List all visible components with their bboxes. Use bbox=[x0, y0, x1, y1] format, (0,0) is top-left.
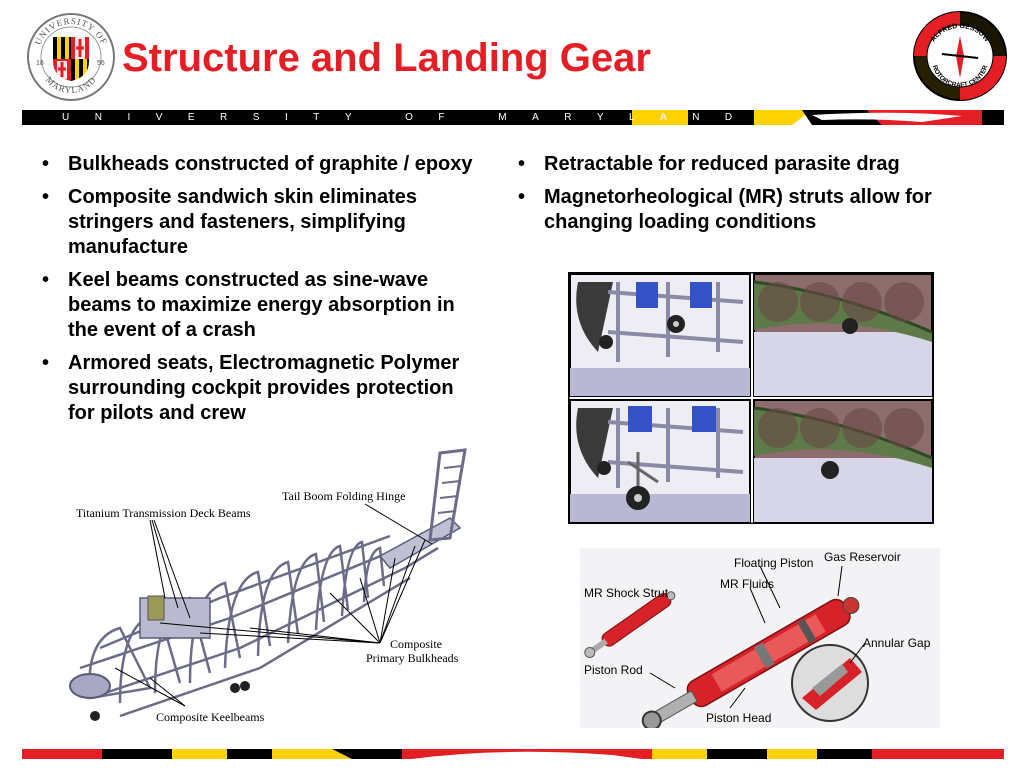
structure-bullet-list: Bulkheads constructed of graphite / epox… bbox=[34, 152, 474, 434]
footer-maryland-bar bbox=[22, 749, 1004, 759]
bullet-armored-seats: Armored seats, Electromagnetic Polymer s… bbox=[34, 351, 474, 426]
gear-view-retracted-detail bbox=[753, 273, 933, 397]
rotorcraft-center-logo: ALFRED GESSOW ROTORCRAFT CENTER bbox=[913, 11, 1007, 101]
banner-text: UNIVERSITY OF MARYLAND bbox=[62, 112, 758, 123]
label-piston-head: Piston Head bbox=[706, 711, 772, 725]
callout-primary-bulkheads: Primary Bulkheads bbox=[366, 651, 459, 665]
label-annular-gap: Annular Gap bbox=[863, 636, 931, 650]
bullet-composite-skin: Composite sandwich skin eliminates strin… bbox=[34, 185, 474, 260]
gear-view-retracted-side bbox=[569, 273, 751, 397]
airframe-structure-diagram bbox=[69, 448, 467, 721]
gear-view-extended-side bbox=[569, 399, 751, 523]
seal-year-left: 18 bbox=[36, 60, 44, 67]
label-piston-rod: Piston Rod bbox=[584, 663, 643, 677]
label-floating-piston: Floating Piston bbox=[734, 556, 814, 570]
gear-view-extended-detail bbox=[753, 399, 933, 523]
callout-titanium-deck-beams: Titanium Transmission Deck Beams bbox=[76, 506, 251, 520]
label-mr-shock-strut: MR Shock Strut bbox=[584, 586, 669, 600]
umd-seal-logo: UNIVERSITY OF MARYLAND 18 56 bbox=[27, 13, 115, 101]
slide-title: Structure and Landing Gear bbox=[122, 36, 651, 80]
landing-gear-bullet-list: Retractable for reduced parasite drag Ma… bbox=[510, 152, 1005, 243]
bullet-mr-struts: Magnetorheological (MR) struts allow for… bbox=[510, 185, 1005, 235]
label-gas-reservoir: Gas Reservoir bbox=[824, 550, 901, 564]
bullet-bulkheads: Bulkheads constructed of graphite / epox… bbox=[34, 152, 474, 177]
seal-year-right: 56 bbox=[97, 60, 105, 67]
university-banner bbox=[22, 110, 1004, 125]
bullet-retractable: Retractable for reduced parasite drag bbox=[510, 152, 1005, 177]
callout-tail-boom-hinge: Tail Boom Folding Hinge bbox=[282, 489, 406, 503]
label-mr-fluids: MR Fluids bbox=[720, 577, 775, 591]
bullet-keel-beams: Keel beams constructed as sine-wave beam… bbox=[34, 268, 474, 343]
callout-composite: Composite bbox=[390, 637, 443, 651]
callout-composite-keelbeams: Composite Keelbeams bbox=[156, 710, 265, 724]
landing-gear-renderings bbox=[568, 272, 934, 524]
mr-shock-strut-diagram bbox=[580, 548, 940, 728]
